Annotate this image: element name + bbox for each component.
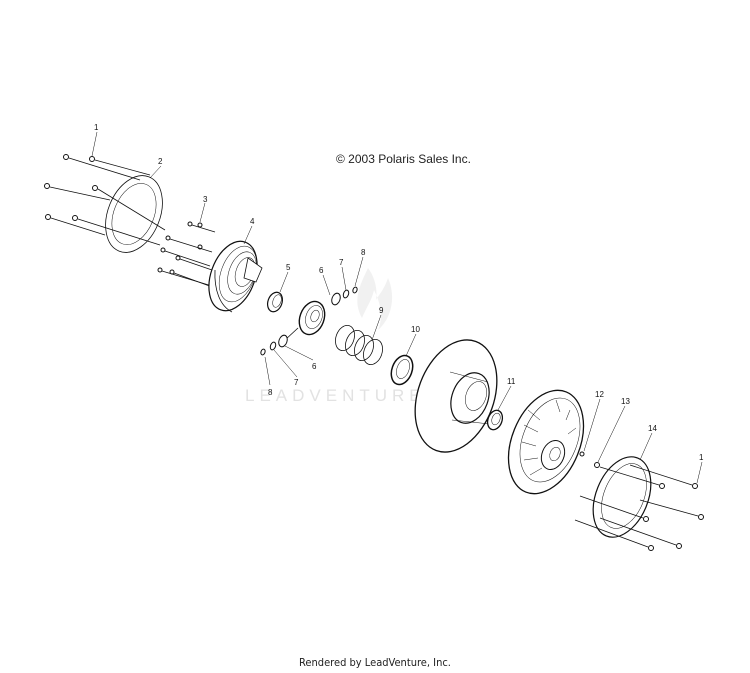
- clutch-cover: [208, 240, 263, 313]
- washer-10: [390, 354, 414, 386]
- callout-label: 6: [312, 362, 317, 371]
- callout-label: 2: [158, 157, 163, 166]
- callout-label: 13: [621, 397, 630, 406]
- screw-set-3: [157, 221, 216, 289]
- footer-credit: Rendered by LeadVenture, Inc.: [299, 656, 451, 669]
- parts-12-13: [579, 451, 600, 468]
- watermark-logo: [357, 268, 393, 330]
- hardware-lower: [260, 334, 288, 356]
- copyright-notice: © 2003 Polaris Sales Inc.: [336, 152, 471, 166]
- callout-label: 1: [94, 123, 99, 132]
- callout-label: 10: [411, 325, 420, 334]
- callout-label: 7: [294, 378, 299, 387]
- bolt-set-right: [574, 464, 704, 551]
- callout-label: 5: [286, 263, 291, 272]
- callout-label: 14: [648, 424, 657, 433]
- callout-label: 12: [595, 390, 604, 399]
- fixed-sheave-housing: [507, 389, 585, 495]
- washer-11: [486, 409, 504, 431]
- callout-label: 8: [268, 388, 273, 397]
- spring-coil: [335, 325, 383, 365]
- movable-sheave: [414, 339, 498, 453]
- leader-lines: [91, 131, 703, 484]
- bushing-5: [266, 291, 284, 313]
- callout-label: 9: [379, 306, 384, 315]
- callout-label: 3: [203, 195, 208, 204]
- callout-label: 4: [250, 217, 255, 226]
- callout-label: 7: [339, 258, 344, 267]
- callout-labels: 1 2 3 4 5 6 7 8 9 10 8 7 6 11 12 13 14 1: [94, 123, 704, 462]
- callout-label: 1: [699, 453, 704, 462]
- callout-label: 8: [361, 248, 366, 257]
- bolt-set-left: [44, 154, 166, 246]
- callout-label: 11: [507, 377, 516, 386]
- bearing-hub: [284, 300, 326, 341]
- gasket-ring-left: [105, 175, 163, 253]
- callout-label: 6: [319, 266, 324, 275]
- watermark-text: LEADVENTURE: [245, 386, 426, 405]
- gasket-ring-right: [592, 456, 652, 538]
- hardware-upper: [331, 286, 358, 306]
